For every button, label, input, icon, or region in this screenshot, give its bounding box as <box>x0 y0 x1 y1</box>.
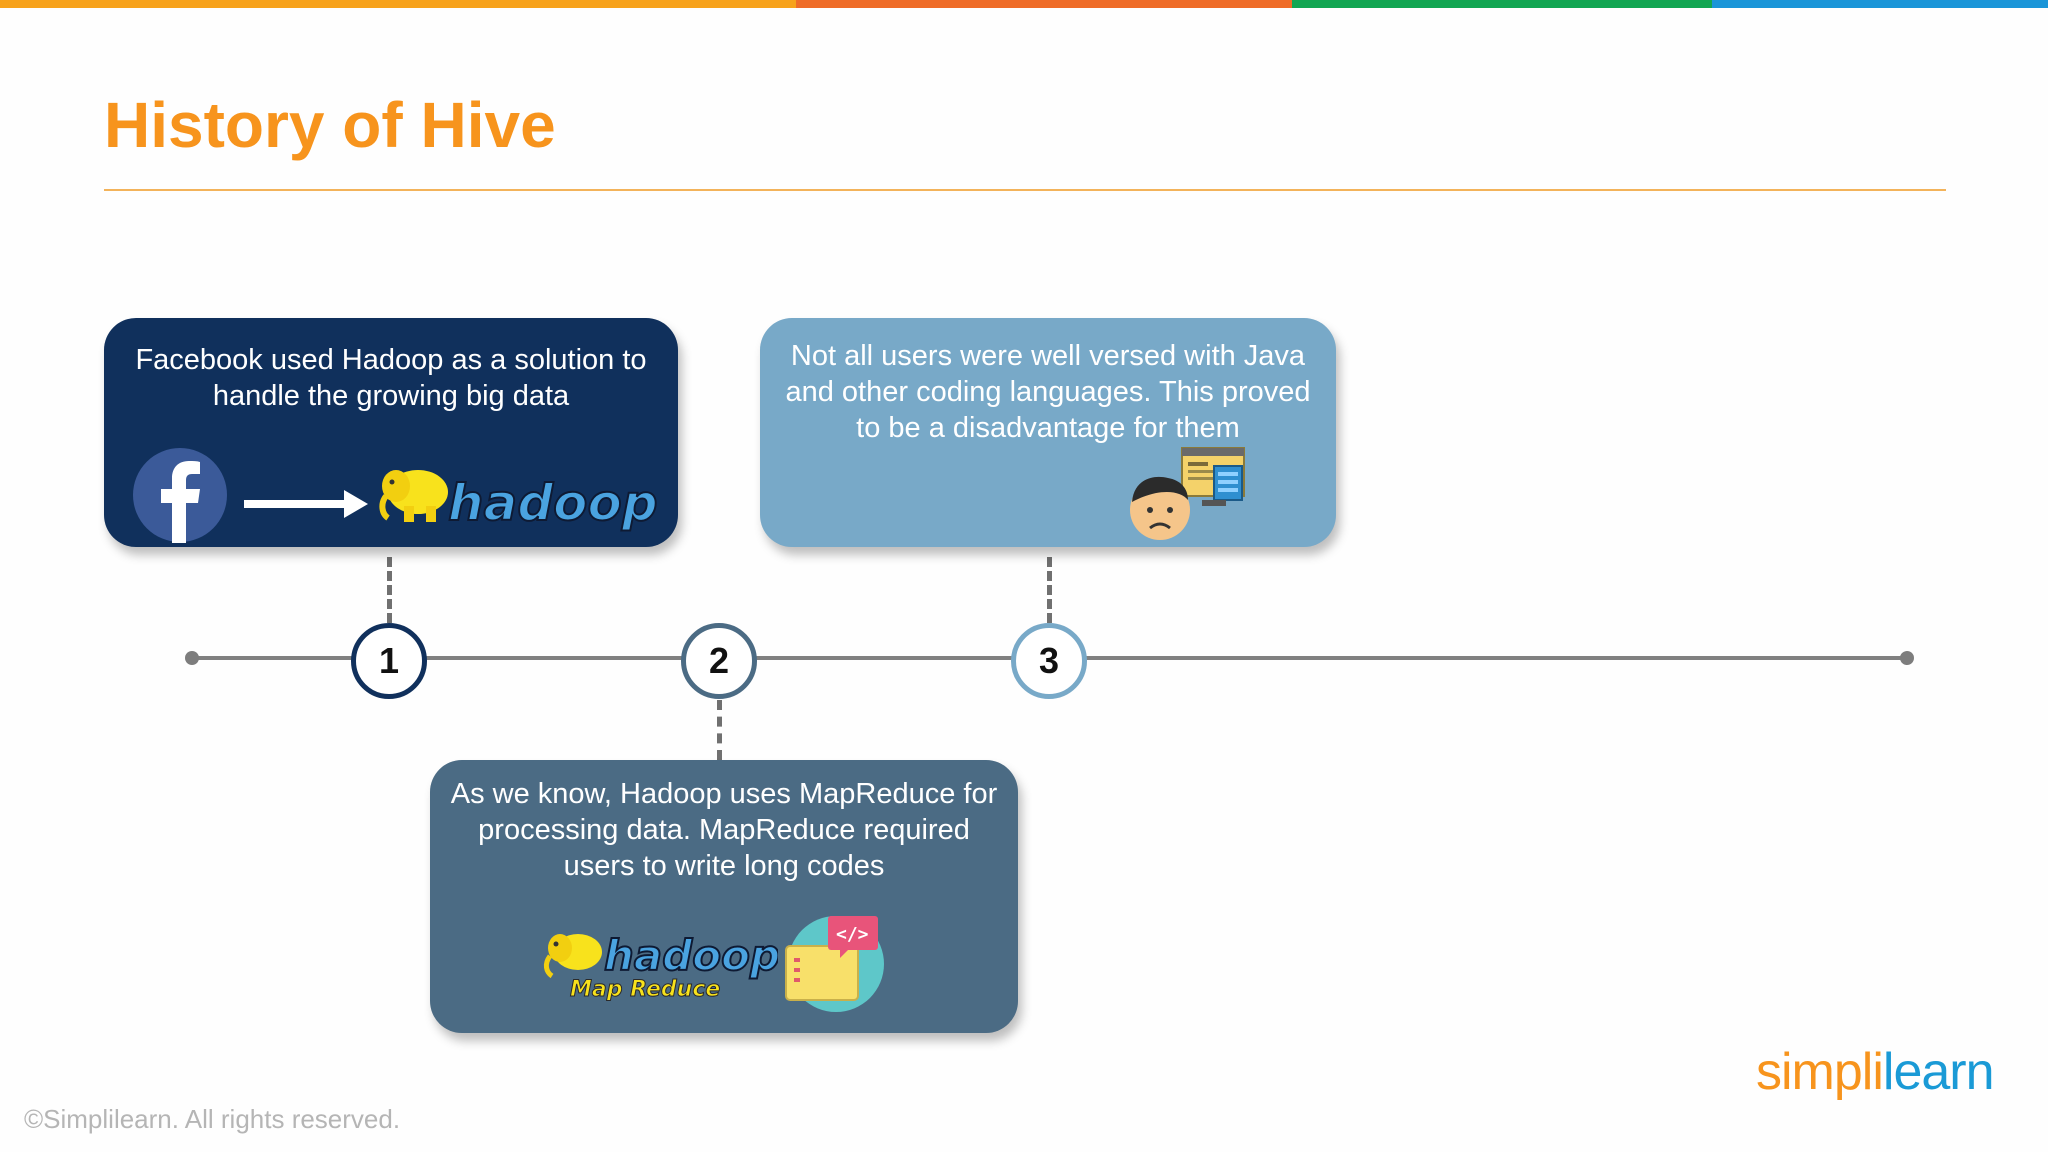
top-bar-segment-red <box>796 0 1292 8</box>
copyright-text: ©Simplilearn. All rights reserved. <box>24 1104 401 1134</box>
event-card-3: Not all users were well versed with Java… <box>760 318 1336 547</box>
node-number: 1 <box>378 640 400 681</box>
event-card-text: Not all users were well versed with Java… <box>785 340 1311 444</box>
code-screen-icon: </> <box>785 916 884 1012</box>
facebook-logo-icon <box>133 448 227 543</box>
timeline-node-2: 2 <box>681 623 757 699</box>
hadoop-logo-text: hadoop <box>604 931 778 980</box>
timeline-end-dot <box>1900 651 1914 665</box>
top-bar-segment-green <box>1292 0 1712 8</box>
node-number: 2 <box>708 640 730 681</box>
node-number: 3 <box>1038 640 1060 681</box>
event-card-text: As we know, Hadoop uses MapReduce for pr… <box>450 778 998 882</box>
hadoop-mapreduce-logo-icon: hadoop Map Reduce <box>543 930 778 1002</box>
code-tag-text: </> <box>836 924 869 945</box>
connector-3 <box>1047 557 1052 623</box>
simplilearn-logo: simplilearn <box>1756 1042 1995 1102</box>
sad-user-computer-icon <box>1130 447 1245 540</box>
title-underline <box>104 189 1946 191</box>
arrow-right-icon <box>244 490 368 518</box>
top-bar-segment-blue <box>1712 0 2048 8</box>
connector-1 <box>387 557 392 623</box>
brand-part-3: learn <box>1882 1043 1995 1101</box>
timeline-start-dot <box>185 651 199 665</box>
timeline-node-3: 3 <box>1011 623 1087 699</box>
slide-title: History of Hive <box>104 89 556 161</box>
event-card-text: Facebook used Hadoop as a solution to ha… <box>135 344 647 412</box>
timeline-node-1: 1 <box>351 623 427 699</box>
top-color-bar <box>0 0 2048 8</box>
hadoop-logo-icon: hadoop <box>447 473 659 533</box>
hadoop-elephant-icon <box>379 470 448 522</box>
connector-2 <box>717 700 722 760</box>
event-card-2: As we know, Hadoop uses MapReduce for pr… <box>430 760 1018 1033</box>
brand-part-2: i <box>1872 1043 1884 1101</box>
mapreduce-logo-text: Map Reduce <box>570 977 720 1002</box>
hadoop-logo-text: hadoop <box>448 474 658 532</box>
brand-part-1: simpl <box>1756 1043 1873 1101</box>
top-bar-segment-orange <box>0 0 796 8</box>
